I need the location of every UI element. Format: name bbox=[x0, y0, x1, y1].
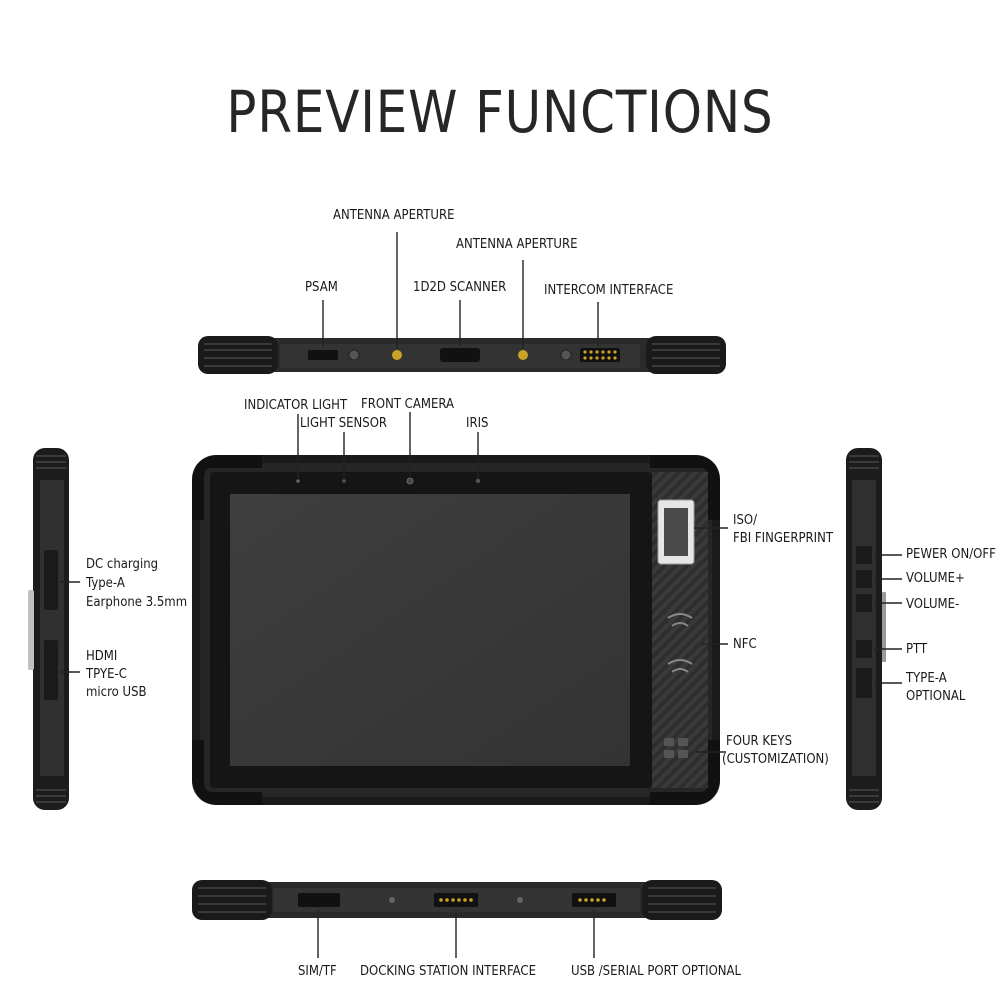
top-right-bumper bbox=[646, 336, 726, 374]
indicator-light bbox=[296, 479, 300, 483]
volume-up-button bbox=[856, 570, 872, 588]
label-power: PEWER ON/OFF bbox=[906, 547, 996, 562]
label-light-sensor: LIGHT SENSOR bbox=[300, 416, 388, 431]
label-front-camera: FRONT CAMERA bbox=[361, 397, 455, 412]
label-ptt: PTT bbox=[906, 642, 928, 657]
ptt-button bbox=[856, 640, 872, 658]
label-type-a-line2: OPTIONAL bbox=[906, 689, 966, 704]
intercom-pins bbox=[580, 348, 620, 362]
label-earphone: Earphone 3.5mm bbox=[86, 595, 188, 610]
label-fingerprint-line2: FBI FINGERPRINT bbox=[733, 531, 833, 546]
top-edge-view bbox=[198, 232, 726, 374]
docking-pins bbox=[434, 893, 478, 907]
label-four-keys-line1: FOUR KEYS bbox=[726, 734, 792, 749]
left-port-cover-2 bbox=[44, 640, 58, 700]
left-side-view bbox=[28, 448, 80, 810]
label-volume-up: VOLUME+ bbox=[906, 571, 965, 586]
label-intercom-interface: INTERCOM INTERFACE bbox=[544, 283, 674, 298]
antenna-aperture-1 bbox=[392, 350, 402, 360]
top-left-bumper bbox=[198, 336, 278, 374]
display-screen bbox=[230, 494, 630, 766]
scanner-window bbox=[440, 348, 480, 362]
label-docking-station: DOCKING STATION INTERFACE bbox=[360, 964, 536, 979]
label-indicator-light: INDICATOR LIGHT bbox=[244, 398, 348, 413]
front-camera-lens bbox=[406, 477, 414, 485]
light-sensor bbox=[342, 479, 346, 483]
type-a-port-cover bbox=[856, 668, 872, 698]
label-micro-usb: micro USB bbox=[86, 685, 147, 700]
power-button bbox=[856, 546, 872, 564]
iris-sensor bbox=[475, 478, 481, 484]
label-hdmi: HDMI bbox=[86, 649, 118, 664]
label-sim-tf: SIM/TF bbox=[298, 964, 337, 979]
psam-slot bbox=[308, 350, 338, 360]
volume-down-button bbox=[856, 594, 872, 612]
label-iris: IRIS bbox=[466, 416, 489, 431]
page-title: PREVIEW FUNCTIONS bbox=[226, 78, 774, 146]
left-edge-strap bbox=[28, 590, 34, 670]
label-dc-charging: DC charging bbox=[86, 557, 159, 572]
label-volume-down: VOLUME- bbox=[906, 597, 960, 612]
left-port-cover-1 bbox=[44, 550, 58, 610]
bottom-edge-view bbox=[192, 880, 722, 958]
label-psam: PSAM bbox=[305, 280, 338, 295]
label-type-a-line1: TYPE-A bbox=[906, 671, 947, 686]
right-side-view bbox=[846, 448, 902, 810]
label-antenna-aperture-2: ANTENNA APERTURE bbox=[456, 237, 578, 252]
label-antenna-aperture-1: ANTENNA APERTURE bbox=[333, 208, 455, 223]
label-type-a: Type-A bbox=[86, 576, 125, 591]
four-keys bbox=[664, 738, 688, 758]
label-fingerprint-line1: ISO/ bbox=[733, 513, 758, 528]
antenna-aperture-2 bbox=[518, 350, 528, 360]
sim-tf-slot bbox=[298, 893, 340, 907]
label-usb-serial: USB /SERIAL PORT OPTIONAL bbox=[571, 964, 742, 979]
label-four-keys-line2: (CUSTOMIZATION) bbox=[722, 752, 829, 767]
nfc-symbol bbox=[667, 613, 693, 673]
usb-serial-pins bbox=[572, 893, 616, 907]
label-type-c: TPYE-C bbox=[86, 667, 127, 682]
label-scanner: 1D2D SCANNER bbox=[413, 280, 507, 295]
front-view bbox=[192, 412, 728, 805]
label-nfc: NFC bbox=[733, 637, 757, 652]
